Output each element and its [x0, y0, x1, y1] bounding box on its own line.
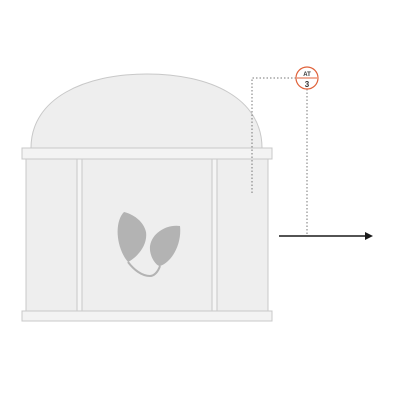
- tank-dome: [30, 73, 263, 149]
- tank-body: [25, 158, 269, 312]
- instrument-tag-number: 3: [305, 80, 310, 89]
- outlet-arrowhead: [365, 232, 373, 240]
- tank-top-band: [21, 147, 273, 160]
- leaf-icon: [117, 212, 181, 277]
- tank-left-column: [76, 158, 83, 312]
- tank-bottom-band: [21, 310, 273, 322]
- instrument-function-letters: AT: [303, 72, 311, 78]
- tank-right-column: [211, 158, 218, 312]
- signal-line-tank: [251, 77, 296, 193]
- storage-tank: [21, 73, 273, 322]
- arrow-right-icon: [279, 232, 373, 240]
- analyzer-transmitter[interactable]: AT 3: [295, 66, 319, 90]
